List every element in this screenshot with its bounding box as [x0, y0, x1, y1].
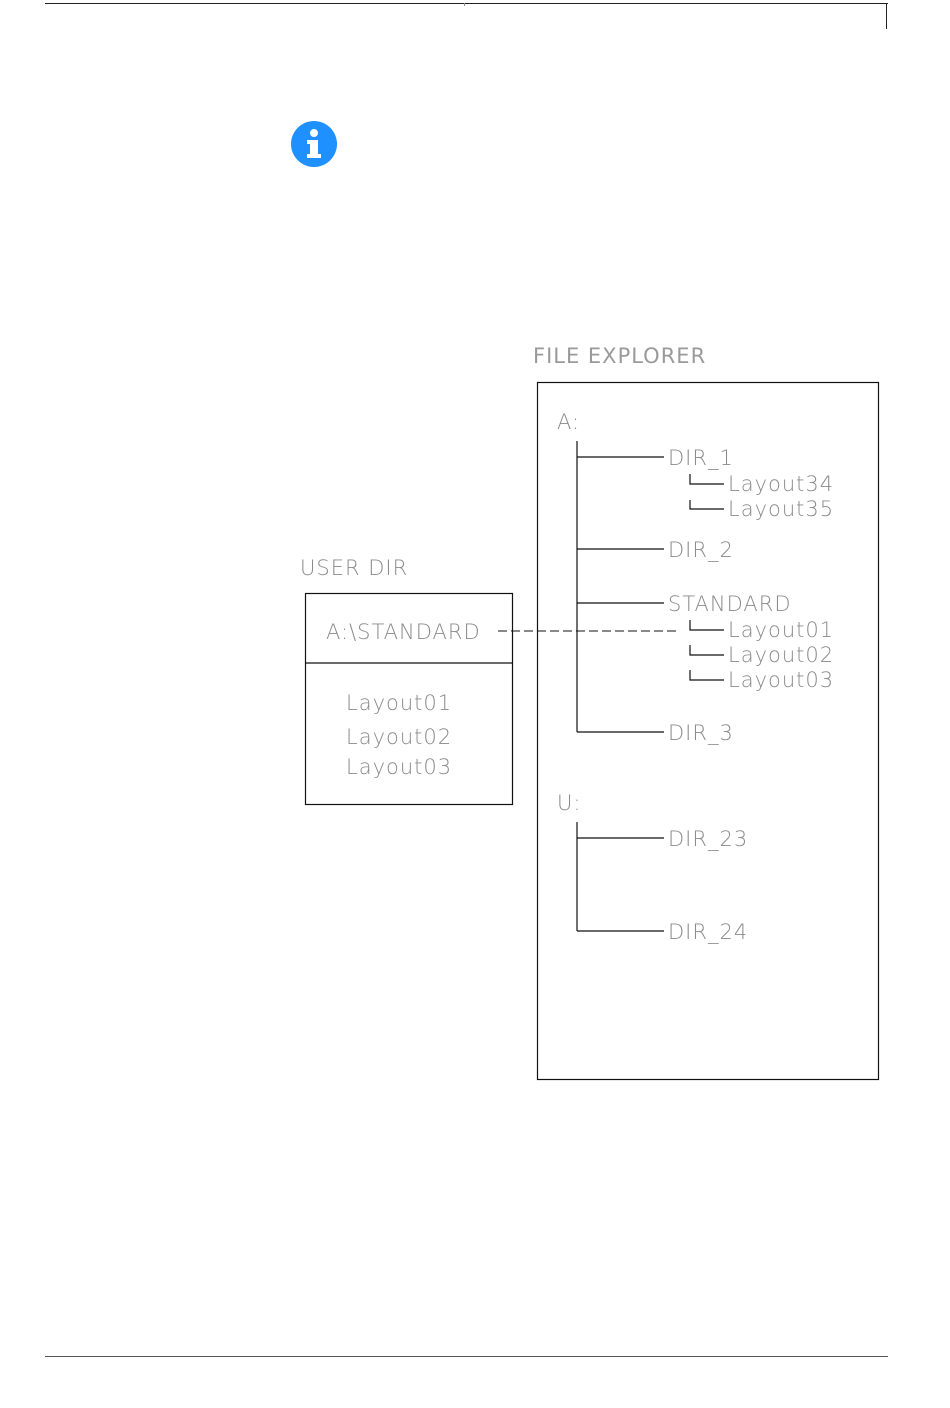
standard-label: STANDARD [668, 592, 792, 616]
user-dir-path: A:\STANDARD [326, 620, 481, 644]
user-dir-title: USER DIR [300, 556, 408, 580]
branch-std-layout03 [690, 670, 724, 680]
standard-file-1: Layout01 [728, 618, 834, 642]
branch-layout35 [690, 500, 724, 509]
dir24-label: DIR_24 [668, 920, 748, 944]
file-explorer-title: FILE EXPLORER [533, 344, 706, 368]
user-dir-file-3: Layout03 [346, 755, 452, 779]
dir1-file-2: Layout35 [728, 497, 834, 521]
footer-rule [45, 1356, 888, 1357]
dir2-label: DIR_2 [668, 538, 734, 562]
standard-file-2: Layout02 [728, 643, 834, 667]
dir23-label: DIR_23 [668, 827, 748, 851]
dir3-label: DIR_3 [668, 721, 734, 745]
branch-std-layout01 [690, 620, 724, 630]
standard-file-3: Layout03 [728, 668, 834, 692]
drive-u-label: U: [557, 791, 581, 815]
branch-layout34 [690, 474, 724, 484]
drive-a-label: A: [557, 410, 580, 434]
dir1-label: DIR_1 [668, 446, 734, 470]
branch-std-layout02 [690, 645, 724, 655]
dir1-file-1: Layout34 [728, 472, 834, 496]
user-dir-file-1: Layout01 [346, 691, 452, 715]
user-dir-file-2: Layout02 [346, 725, 452, 749]
